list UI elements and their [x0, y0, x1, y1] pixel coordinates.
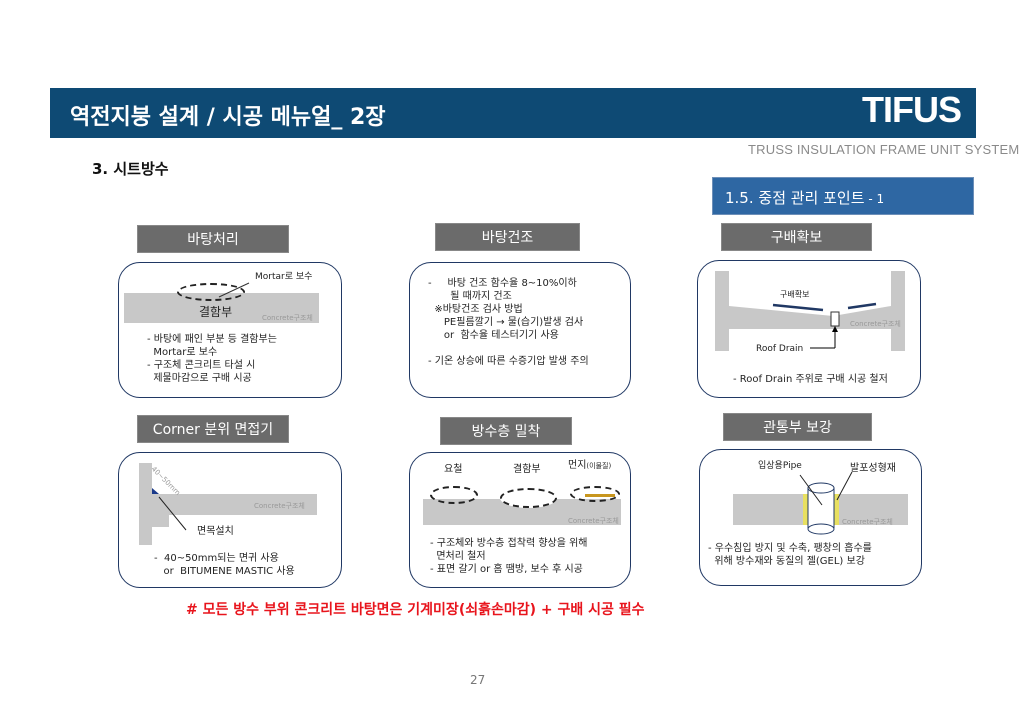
- slope-diagram: [715, 271, 905, 351]
- callout-pipe: 입상용Pipe: [758, 461, 802, 471]
- concrete-tag: Concrete구조체: [568, 517, 619, 525]
- label-adhesion: 방수층 밀착: [440, 417, 572, 445]
- panel-text: - Roof Drain 주위로 구배 시공 철저: [733, 374, 888, 385]
- concrete-tag: Concrete구조체: [850, 320, 901, 328]
- point-box: 1.5. 중점 관리 포인트 - 1: [712, 177, 974, 215]
- section-heading: 3. 시트방수: [92, 160, 169, 178]
- callout-defect: 결함부: [513, 464, 541, 475]
- dust-mark: [585, 494, 615, 497]
- panel-penetration: 입상용Pipe 발포성형재 Concrete구조체 - 우수침입 방지 및 수축…: [699, 449, 922, 586]
- callout-dust: 먼지(이물질): [568, 459, 611, 473]
- defect-label: 결함부: [199, 305, 233, 319]
- corner-diagram: [139, 463, 317, 545]
- point-suffix: - 1: [864, 192, 885, 206]
- panel-adhesion: 요철 결함부 먼지(이물질) Concrete구조체 - 구조체와 방수층 접착…: [409, 452, 631, 588]
- slope-label: 구배확보: [780, 290, 810, 299]
- concrete-tag: Concrete구조체: [842, 518, 893, 526]
- callout-chamfer: 면목설치: [197, 526, 234, 537]
- dust-sub: (이물질): [586, 462, 612, 470]
- page-title: 역전지붕 설계 / 시공 메뉴얼_ 2장: [70, 105, 386, 130]
- logo: TIFUS: [862, 89, 962, 130]
- pipe-diagram: [733, 471, 908, 535]
- label-base-drying: 바탕건조: [435, 223, 580, 251]
- dust-label: 먼지: [568, 460, 587, 471]
- callout-mortar: Mortar로 보수: [255, 272, 313, 282]
- dust-ellipse: [570, 486, 620, 502]
- label-slope: 구배확보: [721, 223, 872, 251]
- header-bar: [50, 88, 976, 138]
- panel-text: - 우수침입 방지 및 수축, 팽창의 흡수를 위해 방수재와 동질의 젤(GE…: [708, 543, 872, 567]
- point-title: 1.5. 중점 관리 포인트: [725, 189, 865, 207]
- defect-ellipse: [500, 488, 557, 508]
- callout-foam: 발포성형재: [850, 463, 896, 474]
- defect-ellipse: [177, 283, 245, 301]
- panel-base-treatment: Mortar로 보수 결함부 Concrete구조체 - 바탕에 패인 부분 등…: [118, 262, 342, 398]
- callout-bump: 요철: [444, 464, 463, 475]
- panel-corner: 40~50mm 면목설치 Concrete구조체 - 40~50mm되는 면귀 …: [118, 452, 342, 588]
- requirement-note: # 모든 방수 부위 콘크리트 바탕면은 기계미장(쇠흙손마감) + 구배 시공…: [186, 602, 645, 618]
- logo-tagline: TRUSS INSULATION FRAME UNIT SYSTEM: [748, 142, 1020, 157]
- panel-text: - 구조체와 방수층 접착력 향상을 위해 면처리 철저 - 표면 갈기 or …: [430, 538, 588, 575]
- panel-text: - 바탕 건조 함수율 8~10%이하 될 때까지 건조 ※바탕건조 검사 방법…: [428, 278, 589, 367]
- label-base-treatment: 바탕처리: [137, 225, 289, 253]
- bump-ellipse: [430, 486, 478, 504]
- panel-text: - 바탕에 패인 부분 등 결함부는 Mortar로 보수 - 구조체 콘크리트…: [147, 334, 277, 384]
- panel-base-drying: - 바탕 건조 함수율 8~10%이하 될 때까지 건조 ※바탕건조 검사 방법…: [409, 262, 631, 398]
- concrete-tag: Concrete구조체: [254, 502, 305, 510]
- panel-slope: 구배확보 Roof Drain Concrete구조체 - Roof Drain…: [697, 260, 921, 398]
- roof-drain-label: Roof Drain: [756, 344, 804, 354]
- callout-line: [218, 282, 250, 298]
- label-penetration: 관통부 보강: [723, 413, 872, 441]
- page-number: 27: [470, 673, 486, 687]
- label-corner: Corner 분위 면접기: [137, 415, 289, 443]
- concrete-tag: Concrete구조체: [262, 314, 313, 322]
- panel-text: - 40~50mm되는 면귀 사용 or BITUMENE MASTIC 사용: [154, 553, 295, 577]
